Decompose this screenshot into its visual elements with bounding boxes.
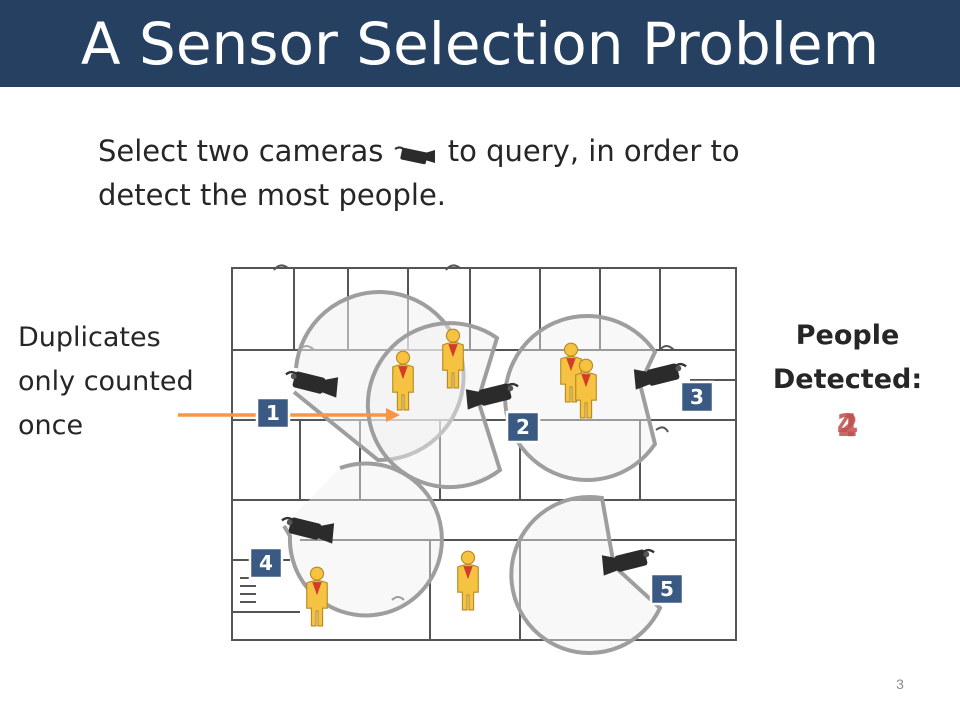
coverage-camera-5 [509, 494, 663, 655]
camera-2-badge: 2 [505, 410, 541, 444]
coverage-camera-4 [282, 461, 444, 618]
svg-text:2: 2 [516, 415, 530, 439]
people-detected-line-1: People [795, 320, 900, 351]
svg-text:1: 1 [266, 401, 280, 425]
slide-title: A Sensor Selection Problem [80, 10, 880, 78]
note-line-1: Duplicates [18, 322, 161, 353]
instruction-line-1: Select two cameras to query, in order to [98, 131, 740, 171]
title-bar: A Sensor Selection Problem [0, 0, 960, 87]
svg-text:4: 4 [259, 551, 273, 575]
note-line-3: once [18, 410, 84, 441]
instruction-part-2: to query, in order to [447, 134, 740, 168]
svg-text:5: 5 [660, 577, 674, 601]
duplicates-note: Duplicates only counted once [18, 316, 248, 448]
inline-camera-icon [393, 141, 439, 165]
people-detected-label: People Detected: [770, 314, 925, 402]
people-detected-line-2: Detected: [772, 364, 923, 395]
detected-count-a: 2 [836, 408, 859, 444]
camera-4-badge: 4 [248, 546, 284, 580]
camera-5-badge: 5 [649, 572, 685, 606]
instruction-part-1: Select two cameras [98, 134, 384, 168]
svg-text:3: 3 [690, 385, 704, 409]
detected-count-b: 4 [836, 408, 859, 444]
note-line-2: only counted [18, 366, 194, 397]
person-6-icon [457, 550, 479, 611]
camera-3-badge: 3 [679, 380, 715, 414]
camera-1-badge: 1 [255, 396, 291, 430]
instruction-line-2: detect the most people. [98, 178, 447, 212]
slide-number: 3 [896, 676, 904, 692]
